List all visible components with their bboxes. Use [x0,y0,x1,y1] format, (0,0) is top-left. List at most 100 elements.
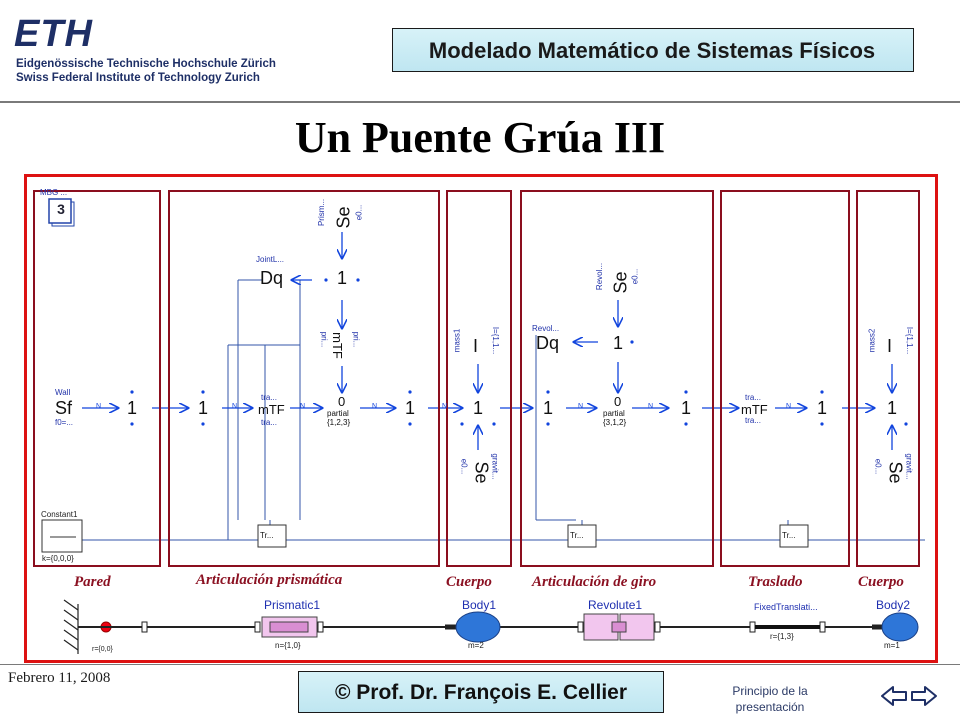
junction-one-1: 1 [127,398,138,418]
revolute-name: Revolute1 [588,598,643,612]
junction-one-8: 1 [887,398,898,418]
revolute-dq-element: Dq [536,333,560,353]
transform-blocks [257,524,809,548]
bond-n-label: N [232,403,238,410]
section-label-cuerpo-1: Cuerpo [446,574,492,590]
tra-label-2: tra... [261,418,278,427]
bond-n-label: N [300,403,306,410]
flange-connectors [141,621,826,633]
tra-label-1: tra... [261,393,278,402]
mtf-element-1: mTF [258,402,285,417]
panel-articulacion-prismatica [168,190,440,567]
course-title: Modelado Matemático de Sistemas Físicos [428,38,876,63]
home-link-line-2: presentación [735,700,805,714]
prismatic-joint-icon [261,616,318,638]
panel-cuerpo-2 [856,190,920,567]
tr-block-label-2: Tr... [570,531,584,540]
vec123-label: {1,2,3} [327,418,351,427]
ground-param: r={0,0} [92,646,113,653]
joint-dq-element: Dq [260,268,284,288]
mass2-inertia-element: I [887,336,893,356]
home-link-line-1: Principio de la [732,684,808,698]
panel-cuerpo-1 [446,190,512,567]
footer-divider [0,664,960,665]
bond-n-label: N [578,403,584,410]
fixed-translation-param: r={1,3} [770,632,794,641]
author-credit: © Prof. Dr. François E. Cellier [334,681,628,704]
panel-articulacion-giro [520,190,714,567]
fixed-translation-name: FixedTranslati... [754,602,818,612]
diagram-frame [24,174,938,663]
body2-icon [872,612,919,642]
constant-block [41,519,83,553]
body1-icon [445,611,501,643]
section-label-traslado: Traslado [748,574,803,590]
body1-param: m=2 [468,641,484,650]
course-title-box [392,28,914,72]
panel-pared [33,190,161,567]
presentation-date: Febrero 11, 2008 [8,670,111,686]
institution-line-1: Eidgenössische Technische Hochschule Zür… [16,58,276,70]
wall-param: f0=... [55,418,74,427]
arrow-left-icon [881,686,907,706]
junction-one-4: 1 [473,398,484,418]
section-label-pared: Pared [74,574,111,590]
port-dots [130,278,908,426]
prismatic-name: Prismatic1 [264,598,321,612]
bond-n-label: N [648,403,654,410]
section-label-articulacion-giro: Articulación de giro [532,574,657,590]
junction-one-5: 1 [543,398,554,418]
panel-traslado [720,190,850,567]
ground-hatch-icon [63,599,79,654]
junction-one-2: 1 [198,398,209,418]
author-box [298,671,664,713]
joint-dq-name: JointL... [256,255,285,264]
wall-sf-element: Sf [55,398,73,418]
tr-block-label-1: Tr... [260,531,274,540]
junction-one-3: 1 [405,398,416,418]
junction-one-upper-2: 1 [613,333,624,353]
prismatic-param: n={1,0} [275,641,301,650]
wall-name: Wall [55,388,71,397]
tr-block-label-3: Tr... [782,531,796,540]
partial-label-1: partial [327,409,349,418]
junction-zero-1: 0 [338,394,346,409]
tra-label-3: tra... [745,393,762,402]
junction-one-upper-1: 1 [337,268,348,288]
arrow-right-icon [911,686,937,706]
signal-wiring [42,279,925,541]
eth-logo: ETH Eidgenössische Technische Hochschule… [14,13,276,84]
prev-slide-button[interactable] [880,684,910,708]
home-link[interactable]: Principio de la presentación [705,683,835,715]
vec312-label: {3,1,2} [603,418,627,427]
partial-label-2: partial [603,409,625,418]
eth-logo-text: ETH [14,13,93,55]
junction-one-6: 1 [681,398,692,418]
mtf-element-2: mTF [741,402,768,417]
junction-zero-2: 0 [614,394,622,409]
body1-name: Body1 [462,598,497,612]
tra-label-4: tra... [745,416,762,425]
institution-line-2: Swiss Federal Institute of Technology Zu… [16,72,260,84]
revolute-dq-name: Revol... [532,324,560,333]
bond-n-label: N [442,403,448,410]
next-slide-button[interactable] [908,684,938,708]
header-divider [0,101,960,103]
slide-title: Un Puente Grúa III [294,113,666,162]
section-label-articulacion-prismatica: Articulación prismática [196,572,343,588]
mass1-inertia-element: I [473,336,479,356]
constant-param: k={0,0,0} [42,554,74,563]
body2-name: Body2 [876,598,911,612]
bond-n-label: N [96,403,102,410]
section-label-cuerpo-2: Cuerpo [858,574,904,590]
mbg-badge-icon [48,198,75,227]
body2-param: m=1 [884,641,900,650]
mbg-label: MBG ... [40,188,68,197]
bond-n-label: N [372,403,378,410]
mbg-badge-number: 3 [57,201,65,217]
constant-name: Constant1 [41,510,78,519]
junction-one-7: 1 [817,398,828,418]
revolute-joint-icon [583,613,655,641]
